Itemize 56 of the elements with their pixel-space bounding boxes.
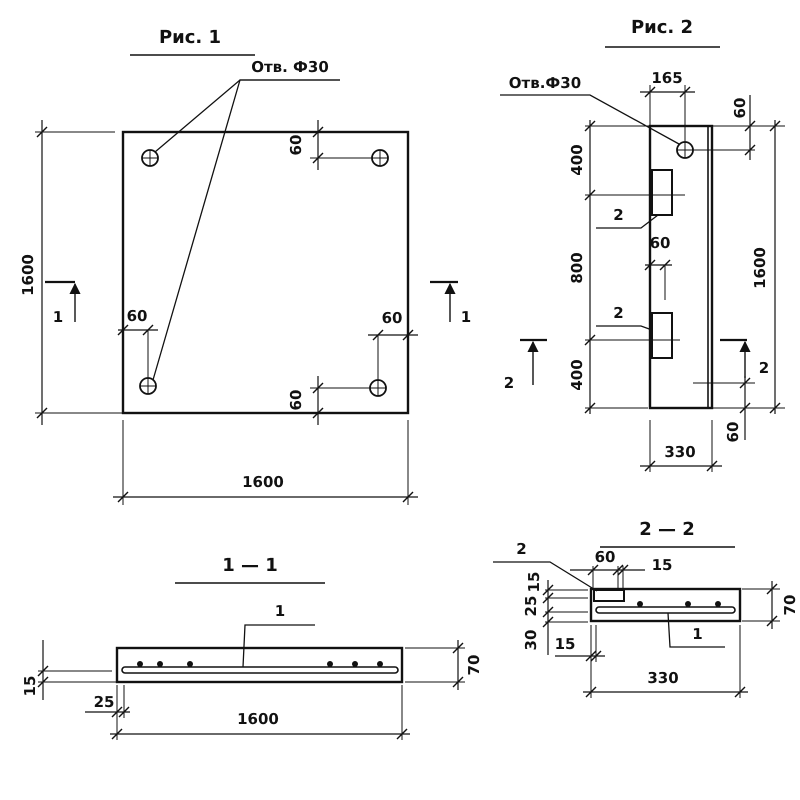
figure-title: Рис. 2 [630, 18, 694, 38]
dimension-text: 25 [523, 596, 539, 616]
callout-label: Отв. Ф30 [240, 58, 340, 80]
dimension-text: 330 [647, 670, 679, 686]
figure-title: 1 — 1 [222, 556, 278, 576]
leader-line [152, 79, 340, 380]
leader-line [500, 94, 680, 145]
dimension-text: 60 [382, 310, 402, 326]
dimension-text: 60 [732, 98, 748, 118]
hole-symbol [141, 149, 159, 167]
figure-title: 2 — 2 [639, 520, 695, 540]
dimension-text: 15 [526, 572, 542, 592]
section-mark: 2 [758, 360, 770, 376]
dimension-text: 60 [288, 390, 304, 410]
embedded-part [593, 589, 625, 602]
dimension-text: 70 [782, 594, 798, 616]
dimension-text: 1600 [752, 247, 768, 289]
leader-line [242, 624, 315, 668]
rebar [121, 666, 399, 674]
dimension-text: 70 [466, 654, 482, 676]
hole-symbol [139, 377, 157, 395]
callout-label: 2 [493, 540, 550, 562]
dimension-text: 1600 [20, 254, 36, 296]
dimension-text: 165 [651, 70, 683, 86]
dimension-text: 25 [94, 694, 114, 710]
dimension-text: 1600 [242, 474, 284, 490]
dimension-text: 60 [650, 235, 670, 251]
dimension-text: 15 [554, 636, 576, 652]
callout-label: 2 [596, 206, 641, 228]
dimension-text: 60 [288, 134, 304, 156]
dimension-text: 330 [664, 444, 696, 460]
rebar [595, 606, 736, 614]
section-mark: 1 [460, 309, 472, 325]
dimension-text: 60 [725, 422, 741, 442]
callout-label: 1 [670, 625, 725, 647]
embedded-part [651, 169, 673, 216]
leader-line [493, 561, 598, 592]
section-mark: 2 [504, 375, 514, 391]
callout-label: 2 [596, 304, 641, 326]
leader-line [667, 612, 725, 648]
dimension-text: 30 [523, 630, 539, 650]
embedded-part [651, 312, 673, 359]
dimension-text: 60 [594, 549, 616, 565]
section-mark: 1 [52, 309, 64, 325]
dimension-text: 60 [126, 308, 148, 324]
dimension-text: 1600 [237, 711, 279, 727]
dimension-text: 15 [22, 676, 38, 696]
callout-label: Отв.Ф30 [500, 74, 590, 95]
hole-symbol [676, 141, 694, 159]
dimension-text: 800 [569, 252, 585, 284]
dimension-text: 400 [569, 359, 585, 391]
dimension-text: 400 [569, 144, 585, 176]
callout-label: 1 [245, 602, 315, 625]
dimension-text: 15 [652, 557, 672, 573]
figure-title: Рис. 1 [158, 28, 222, 48]
leader-line [596, 214, 658, 229]
